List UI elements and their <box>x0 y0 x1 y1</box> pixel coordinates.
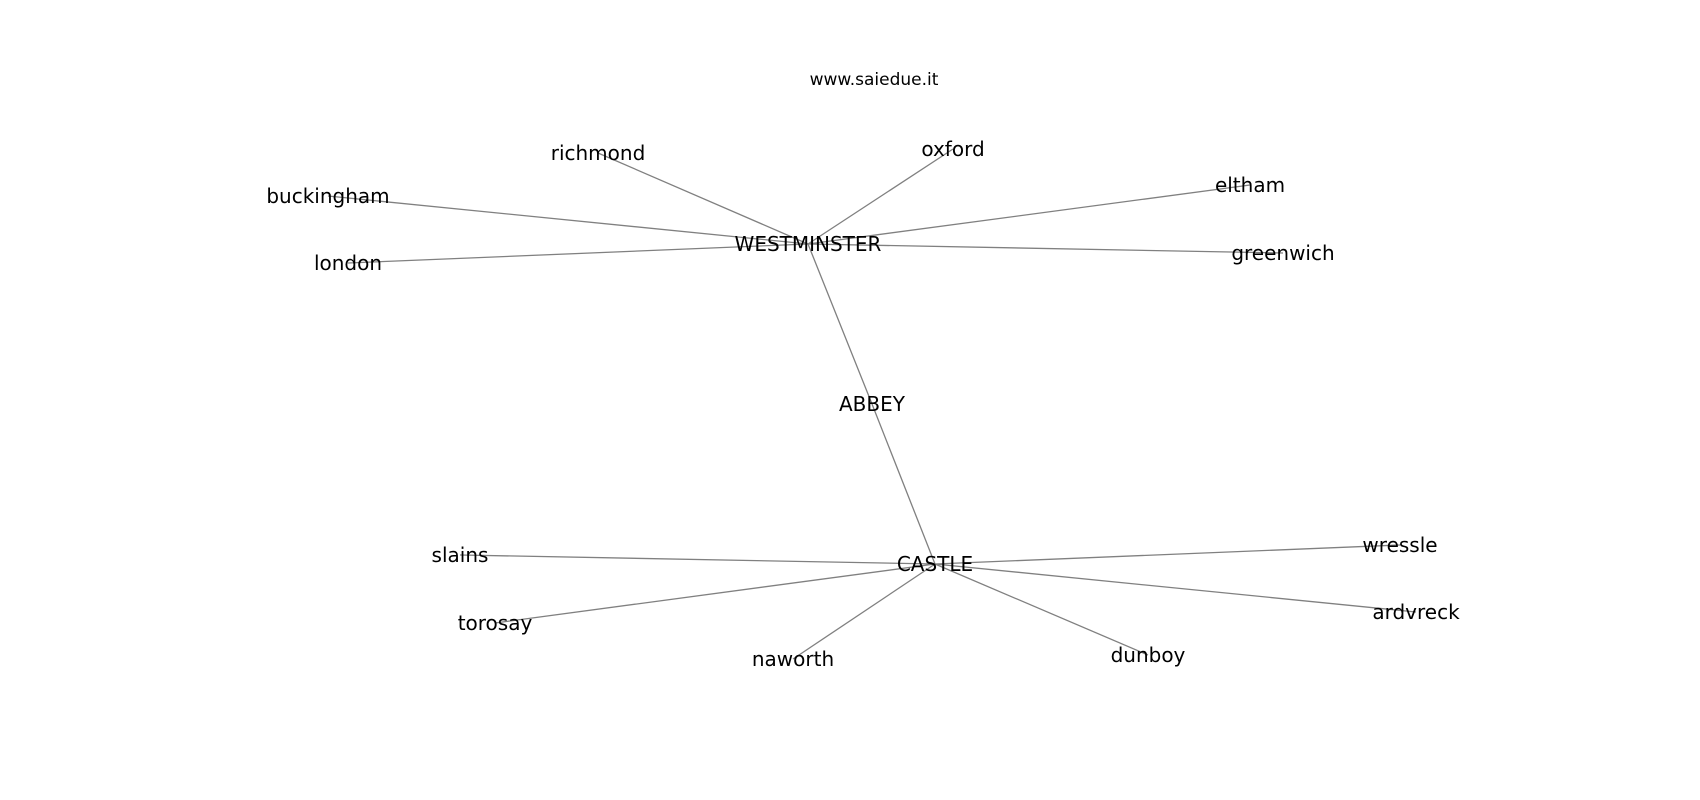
edge-westminster-abbey <box>807 243 873 405</box>
node-label-abbey: ABBEY <box>839 392 906 416</box>
site-url-title: www.saiedue.it <box>809 70 939 90</box>
node-label-castle: CASTLE <box>897 552 973 576</box>
edge-castle-torosay <box>494 563 936 624</box>
node-label-buckingham: buckingham <box>266 184 389 208</box>
node-label-slains: slains <box>432 543 489 567</box>
node-label-london: london <box>314 251 382 275</box>
edge-castle-wressle <box>934 544 1401 565</box>
node-label-westminster: WESTMINSTER <box>735 232 882 256</box>
node-label-richmond: richmond <box>551 141 646 165</box>
edge-westminster-greenwich <box>807 243 1284 254</box>
edge-castle-ardvreck <box>934 563 1417 613</box>
node-label-torosay: torosay <box>458 611 533 635</box>
node-label-wressle: wressle <box>1362 533 1437 557</box>
edge-westminster-eltham <box>807 184 1251 245</box>
labels-layer: WESTMINSTER ABBEY CASTLE richmond oxford buck… <box>266 137 1460 671</box>
node-label-eltham: eltham <box>1215 173 1285 197</box>
node-label-oxford: oxford <box>921 137 984 161</box>
edge-castle-naworth <box>792 563 936 660</box>
edge-castle-dunboy <box>934 563 1149 656</box>
edge-westminster-london <box>347 243 809 264</box>
edge-abbey-castle <box>871 403 936 565</box>
node-label-dunboy: dunboy <box>1111 643 1186 667</box>
node-label-greenwich: greenwich <box>1231 241 1334 265</box>
edge-westminster-richmond <box>597 152 809 245</box>
edge-westminster-buckingham <box>327 195 809 245</box>
node-label-naworth: naworth <box>752 647 834 671</box>
edges-layer <box>327 148 1417 660</box>
node-label-ardvreck: ardvreck <box>1372 600 1460 624</box>
edge-castle-slains <box>459 554 936 565</box>
edge-westminster-oxford <box>807 148 954 245</box>
